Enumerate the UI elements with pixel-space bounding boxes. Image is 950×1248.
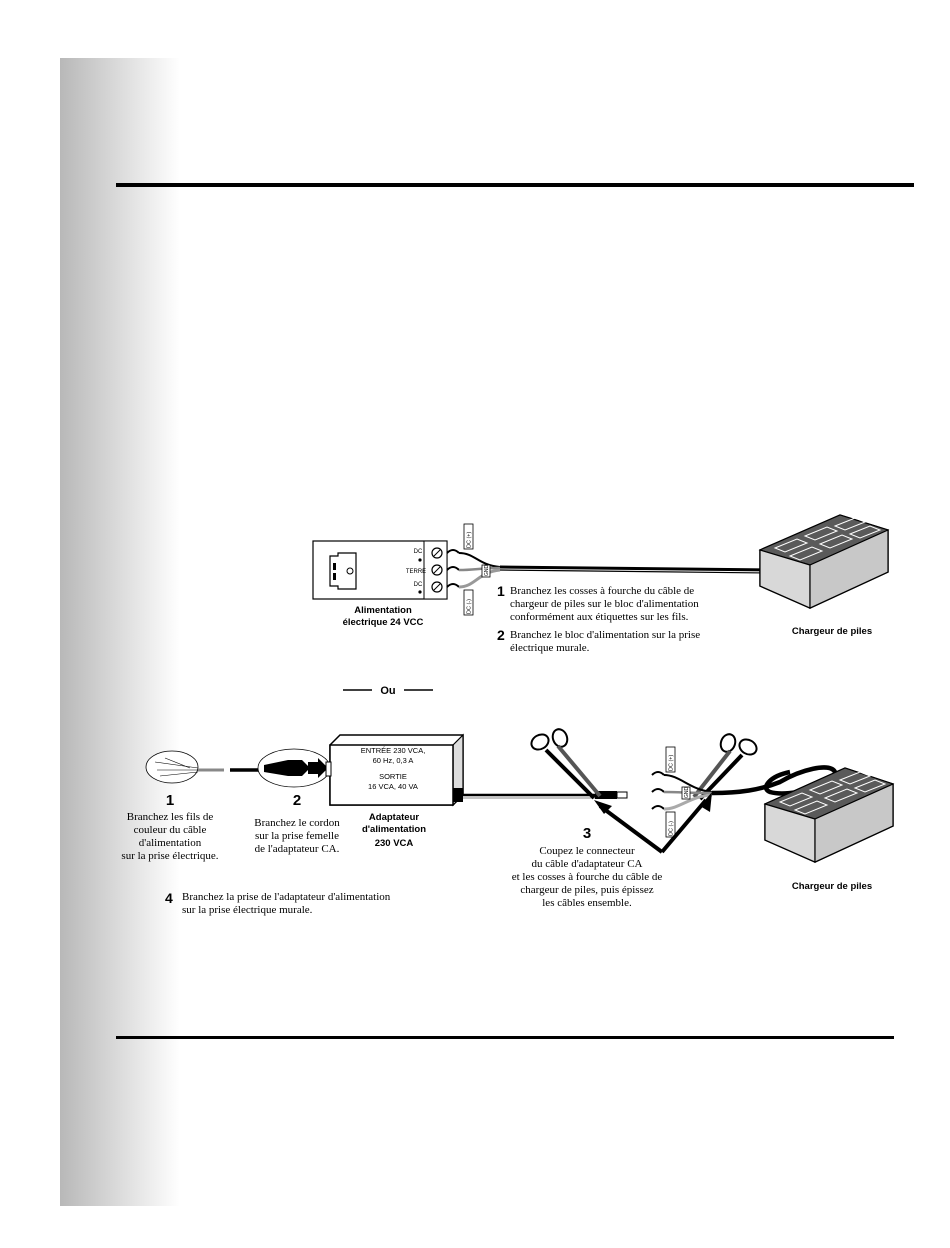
screw-terminal-icon [431, 547, 443, 593]
bottom-step2-number: 2 [293, 792, 301, 809]
adapter-output-line1: SORTIE [379, 772, 407, 781]
charger-label-top: Chargeur de piles [792, 626, 872, 637]
svg-text:DC (-): DC (-) [669, 821, 675, 836]
cut-arrows [594, 792, 712, 854]
power-supply-24vcc: DC TERRE DC [312, 540, 448, 600]
barrel-connector-icon [595, 791, 628, 799]
wire-tag-dc-plus-top: DC (+) [463, 523, 474, 550]
svg-text:DC (-): DC (-) [467, 599, 473, 614]
bottom-step4-number: 4 [165, 890, 173, 906]
wire-tag-dc-minus-top: DC (-) [463, 589, 474, 616]
psu-caption-line1: Alimentation [354, 605, 412, 616]
top-step1-line1: Branchez les cosses à fourche du câble d… [510, 585, 694, 597]
bottom-step2-line1: Branchez le cordon [254, 817, 340, 829]
ac-adapter-230vca [325, 733, 464, 807]
bottom-step1-line1: Branchez les fils de [127, 811, 214, 823]
bottom-step1-number: 1 [166, 792, 174, 809]
psu-label-dc-top: DC [414, 549, 423, 555]
adapter-caption-line1: Adaptateur [369, 812, 419, 823]
wire-tag-dc-minus-bottom: DC (-) [665, 811, 676, 838]
top-step1-line2: chargeur de piles sur le bloc d'alimenta… [510, 598, 699, 610]
bottom-step3-line1: Coupez le connecteur [539, 845, 635, 857]
battery-charger-bottom [763, 767, 895, 863]
power-cord-plug-icon [257, 748, 331, 788]
or-separator: Ou [380, 685, 395, 697]
adapter-caption-line2: d'alimentation [362, 824, 426, 835]
page-gutter-shade [60, 58, 180, 1206]
bottom-rule [116, 1036, 894, 1039]
top-rule [116, 183, 914, 187]
bottom-step4-line2: sur la prise électrique murale. [182, 904, 313, 916]
wire-tag-gnd-bottom: GND [681, 787, 691, 800]
svg-text:DC (+): DC (+) [669, 754, 675, 771]
arrow-right-icon [308, 758, 328, 778]
bottom-step3-line3: et les cosses à fourche du câble de [512, 871, 663, 883]
bottom-step3-line2: du câble d'adaptateur CA [531, 858, 642, 870]
bottom-step3-line4: chargeur de piles, puis épissez [520, 884, 653, 896]
top-step2-line2: électrique murale. [510, 642, 590, 654]
top-step1-line3: conformément aux étiquettes sur les fils… [510, 611, 689, 623]
spade-lugs-bottom [651, 771, 713, 811]
bottom-step1-line2: couleur du câble [134, 824, 207, 836]
psu-caption-line2: électrique 24 VCC [343, 617, 424, 628]
bottom-step1-line3: d'alimentation [139, 837, 202, 849]
bottom-step3-line5: les câbles ensemble. [542, 897, 632, 909]
scissors-icon [530, 728, 602, 800]
bottom-step2-line3: de l'adaptateur CA. [255, 843, 340, 855]
top-step2-number: 2 [497, 627, 505, 643]
svg-text:GND: GND [484, 565, 490, 577]
charger-label-bottom: Chargeur de piles [792, 881, 872, 892]
bottom-step3-number: 3 [583, 825, 591, 842]
svg-text:DC (+): DC (+) [467, 531, 473, 548]
svg-text:GND: GND [684, 787, 690, 799]
adapter-input-line1: ENTRÉE 230 VCA, [361, 746, 426, 755]
wire-tag-dc-plus-bottom: DC (+) [665, 746, 676, 773]
psu-label-terre: TERRE [406, 569, 426, 575]
charger-cable-top [499, 565, 771, 572]
bottom-step2-line2: sur la prise femelle [255, 830, 339, 842]
battery-charger-top [758, 514, 890, 609]
psu-label-dc-bottom: DC [414, 582, 423, 588]
wire-tag-gnd-top: GND [481, 565, 491, 578]
wall-plug-icon [329, 552, 357, 590]
bottom-step1-line4: sur la prise électrique. [121, 850, 218, 862]
top-step1-number: 1 [497, 583, 505, 599]
adapter-input-line2: 60 Hz, 0,3 A [373, 756, 414, 765]
adapter-caption-line3: 230 VCA [375, 838, 414, 849]
adapter-output-line2: 16 VCA, 40 VA [368, 782, 418, 791]
stripped-wires-icon [145, 750, 199, 784]
spade-lugs-top [446, 549, 501, 589]
top-step2-line1: Branchez le bloc d'alimentation sur la p… [510, 629, 700, 641]
bottom-step4-line1: Branchez la prise de l'adaptateur d'alim… [182, 891, 391, 903]
